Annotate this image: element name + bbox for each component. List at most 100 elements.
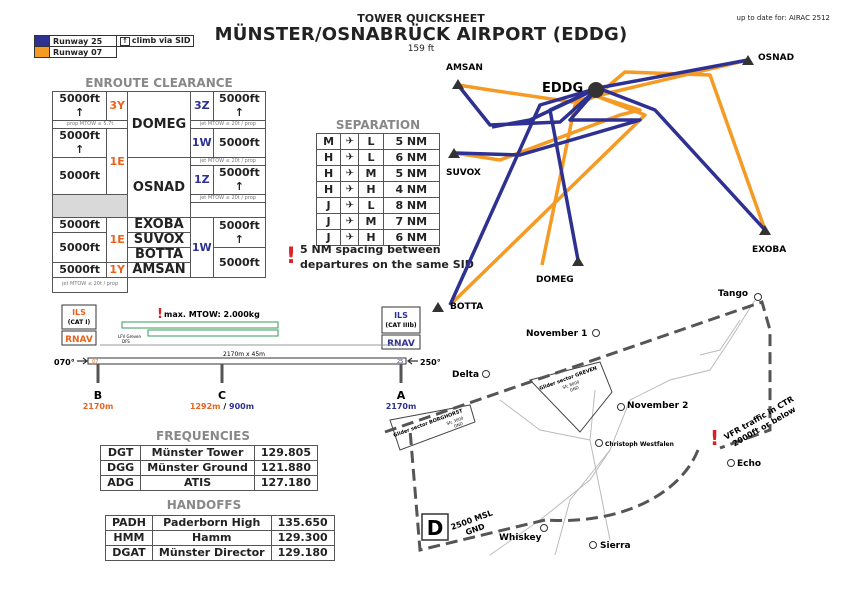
station-code: DGG <box>99 460 142 476</box>
waypoint-osnad: OSNAD <box>127 157 191 218</box>
leader-category: J <box>315 213 342 230</box>
leader-category: H <box>315 181 342 198</box>
enroute-alt: 5000ft <box>51 262 108 278</box>
reporting-points: Tango November 1 Delta November 2 Echo W… <box>452 289 762 551</box>
reporting-point-delta: Delta <box>452 370 479 380</box>
waypoint-triangles <box>432 55 771 312</box>
reporting-point-whiskey: Whiskey <box>499 533 542 543</box>
frequencies-title: FREQUENCIES <box>156 429 250 443</box>
exclaim-icon: ! <box>286 244 297 269</box>
enroute-alt: 5000ft ↑ <box>212 91 267 121</box>
separation-distance: 4 NM <box>382 181 441 198</box>
aircraft-icon: ✈ <box>340 133 360 150</box>
reporting-point-echo: Echo <box>737 459 761 469</box>
heliport-icon <box>595 439 603 447</box>
leader-category: J <box>315 197 342 214</box>
enroute-alt: 5000ft ↑ <box>51 91 108 121</box>
mtow-note: max. MTOW: 2.000kg <box>164 310 260 319</box>
runway07-label: Runway 07 <box>53 47 103 57</box>
waypoint-exoba-icon <box>759 225 771 235</box>
station-name: Hamm <box>151 530 272 546</box>
reporting-point-icon <box>727 459 735 467</box>
enroute-alt: 5000ft <box>212 128 267 158</box>
reporting-point-icon <box>482 370 490 378</box>
exclaim-icon: ! <box>710 426 719 450</box>
airac-note: up to date for: AIRAC 2512 <box>736 14 830 22</box>
reporting-point-icon <box>592 329 600 337</box>
aircraft-icon: ✈ <box>340 165 360 182</box>
enroute-empty-cell <box>51 194 129 218</box>
heading-250: 250° <box>420 358 441 367</box>
enroute-note: jet MTOW ≤ 20t / prop <box>51 277 129 293</box>
ils-right-cat: (CAT IIIb) <box>385 322 416 329</box>
sid-designator: 1Z <box>189 165 214 195</box>
separation-note-line: 5 NM spacing between <box>300 243 441 256</box>
taxiway-a: A <box>397 389 406 402</box>
enroute-alt: 5000ft <box>51 217 108 233</box>
reporting-point-tango: Tango <box>718 289 748 299</box>
airport-eddg <box>588 82 604 98</box>
runway07-routes <box>448 58 767 307</box>
station-frequency: 135.650 <box>270 515 335 531</box>
grass-label: DFS <box>122 339 130 344</box>
airport-eddg-label: EDDG <box>542 81 583 96</box>
airport-elevation: 159 ft <box>407 44 435 54</box>
reporting-point-icon <box>754 293 762 301</box>
waypoint-exoba: EXOBA <box>127 217 191 233</box>
rnav-left: RNAV <box>65 335 93 345</box>
station-code: ADG <box>99 475 142 491</box>
route-botta-25 <box>448 86 599 306</box>
station-name: Münster Ground <box>140 460 255 476</box>
waypoint-suvox-label: SUVOX <box>446 168 481 178</box>
enroute-spacer <box>189 202 267 218</box>
waypoint-amsan-label: AMSAN <box>446 63 483 73</box>
station-frequency: 121.880 <box>253 460 319 476</box>
follower-category: M <box>358 165 384 182</box>
aircraft-icon: ✈ <box>340 181 360 198</box>
glider-greven-label: Glider sector GREVEN Sfc 8000 GND <box>539 365 598 393</box>
reporting-point-sierra: Sierra <box>600 541 631 551</box>
station-code: PADH <box>105 515 153 531</box>
handoffs-title: HANDOFFS <box>166 498 242 512</box>
sid-designator: 1Y <box>106 262 129 278</box>
ils-left-box <box>61 304 97 330</box>
runway25-routes <box>448 58 767 306</box>
waypoint-domeg-icon <box>572 256 584 266</box>
waypoint-botta-label: BOTTA <box>450 302 483 312</box>
heading-070: 070° <box>54 358 75 367</box>
sid-map: EDDG AMSAN OSNAD SUVOX EXOBA DOMEG BOTTA <box>432 53 794 312</box>
route-osnad-25 <box>597 58 749 90</box>
enroute-alt: 5000ft <box>51 157 108 195</box>
heliport-label: Christoph Westfalen <box>605 441 674 448</box>
airspace-class-box <box>421 513 449 541</box>
up-arrow-icon: ↑ <box>120 37 130 46</box>
grass-strip <box>147 329 279 337</box>
separation-distance: 7 NM <box>382 213 441 230</box>
runway-strip <box>87 357 407 365</box>
ctr-boundary <box>384 300 772 450</box>
taxiway-a-length: 2170m <box>386 402 417 411</box>
roads <box>489 299 756 556</box>
sid-designator: 1W <box>189 217 214 278</box>
exclaim-icon: ! <box>157 307 163 322</box>
sid-designator: 3Z <box>189 91 214 121</box>
glider-label: GND <box>569 385 579 393</box>
airport-title: MÜNSTER/OSNABRÜCK AIRPORT (EDDG) <box>214 24 628 45</box>
road <box>699 319 741 356</box>
runway25-swatch <box>35 36 50 46</box>
sid-designator: 1E <box>106 217 129 263</box>
route-botta-07 <box>448 94 647 307</box>
runway-number-07: 07 <box>92 359 98 365</box>
enroute-note: jet MTOW ≤ 20t / prop <box>189 157 267 166</box>
aircraft-icon: ✈ <box>340 149 360 166</box>
runway-dimensions: 2170m x 45m <box>223 351 265 358</box>
station-code: HMM <box>105 530 153 546</box>
ils-left: ILS <box>72 308 86 317</box>
leader-category: M <box>315 133 342 150</box>
